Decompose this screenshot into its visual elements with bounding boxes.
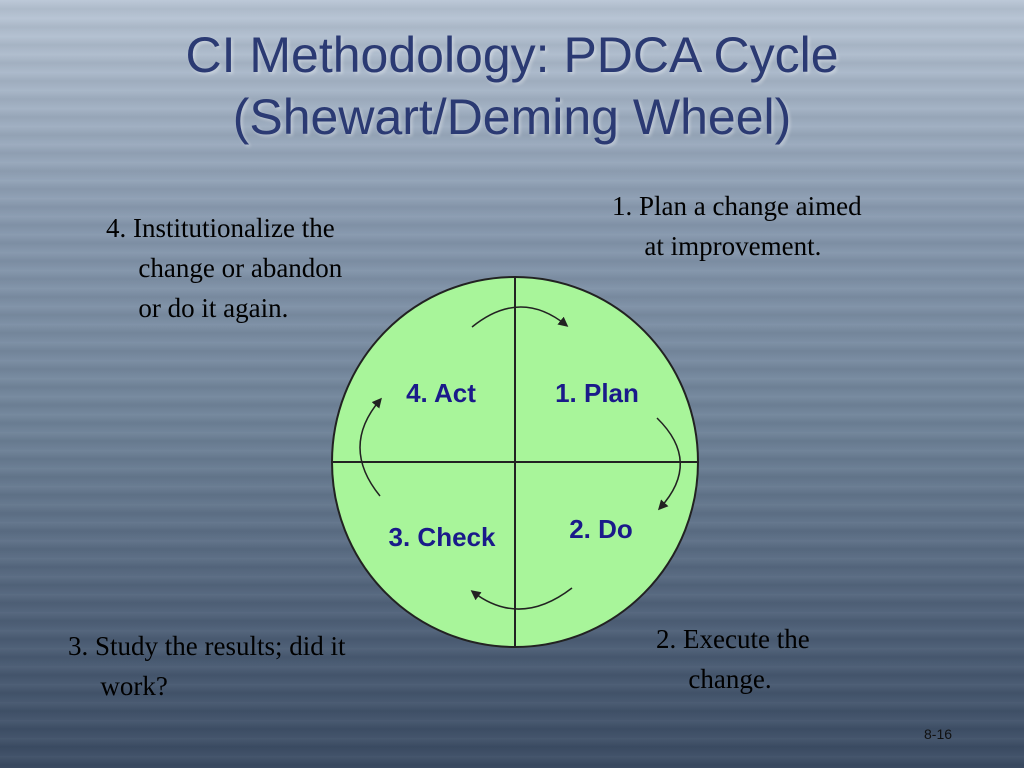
quadrant-act-label: 4. Act bbox=[406, 378, 476, 408]
title-line-1: CI Methodology: PDCA Cycle bbox=[185, 27, 839, 83]
step3-text: 3. Study the results; did it work? bbox=[68, 631, 346, 701]
step2-text: 2. Execute the change. bbox=[656, 624, 810, 694]
quadrant-plan-label: 1. Plan bbox=[555, 378, 639, 408]
title-line-2: (Shewart/Deming Wheel) bbox=[232, 89, 792, 145]
slide-title: CI Methodology: PDCA Cycle (Shewart/Demi… bbox=[0, 24, 1024, 148]
arrow-plan-to-do bbox=[656, 417, 681, 511]
slide-number: 8-16 bbox=[924, 726, 953, 742]
step1-text: 1. Plan a change aimed at improvement. bbox=[612, 191, 862, 261]
arrow-act-to-plan bbox=[471, 306, 569, 328]
step3-description: 3. Study the results; did it work? bbox=[68, 626, 408, 706]
step4-description: 4. Institutionalize the change or abando… bbox=[106, 208, 356, 328]
quadrant-do-label: 2. Do bbox=[569, 514, 633, 544]
arrow-do-to-check bbox=[470, 587, 573, 610]
arrow-check-to-act bbox=[359, 397, 382, 497]
step2-description: 2. Execute the change. bbox=[656, 619, 876, 699]
step1-description: 1. Plan a change aimed at improvement. bbox=[612, 186, 872, 266]
quadrant-check-label: 3. Check bbox=[389, 522, 496, 552]
step4-text: 4. Institutionalize the change or abando… bbox=[106, 213, 343, 323]
